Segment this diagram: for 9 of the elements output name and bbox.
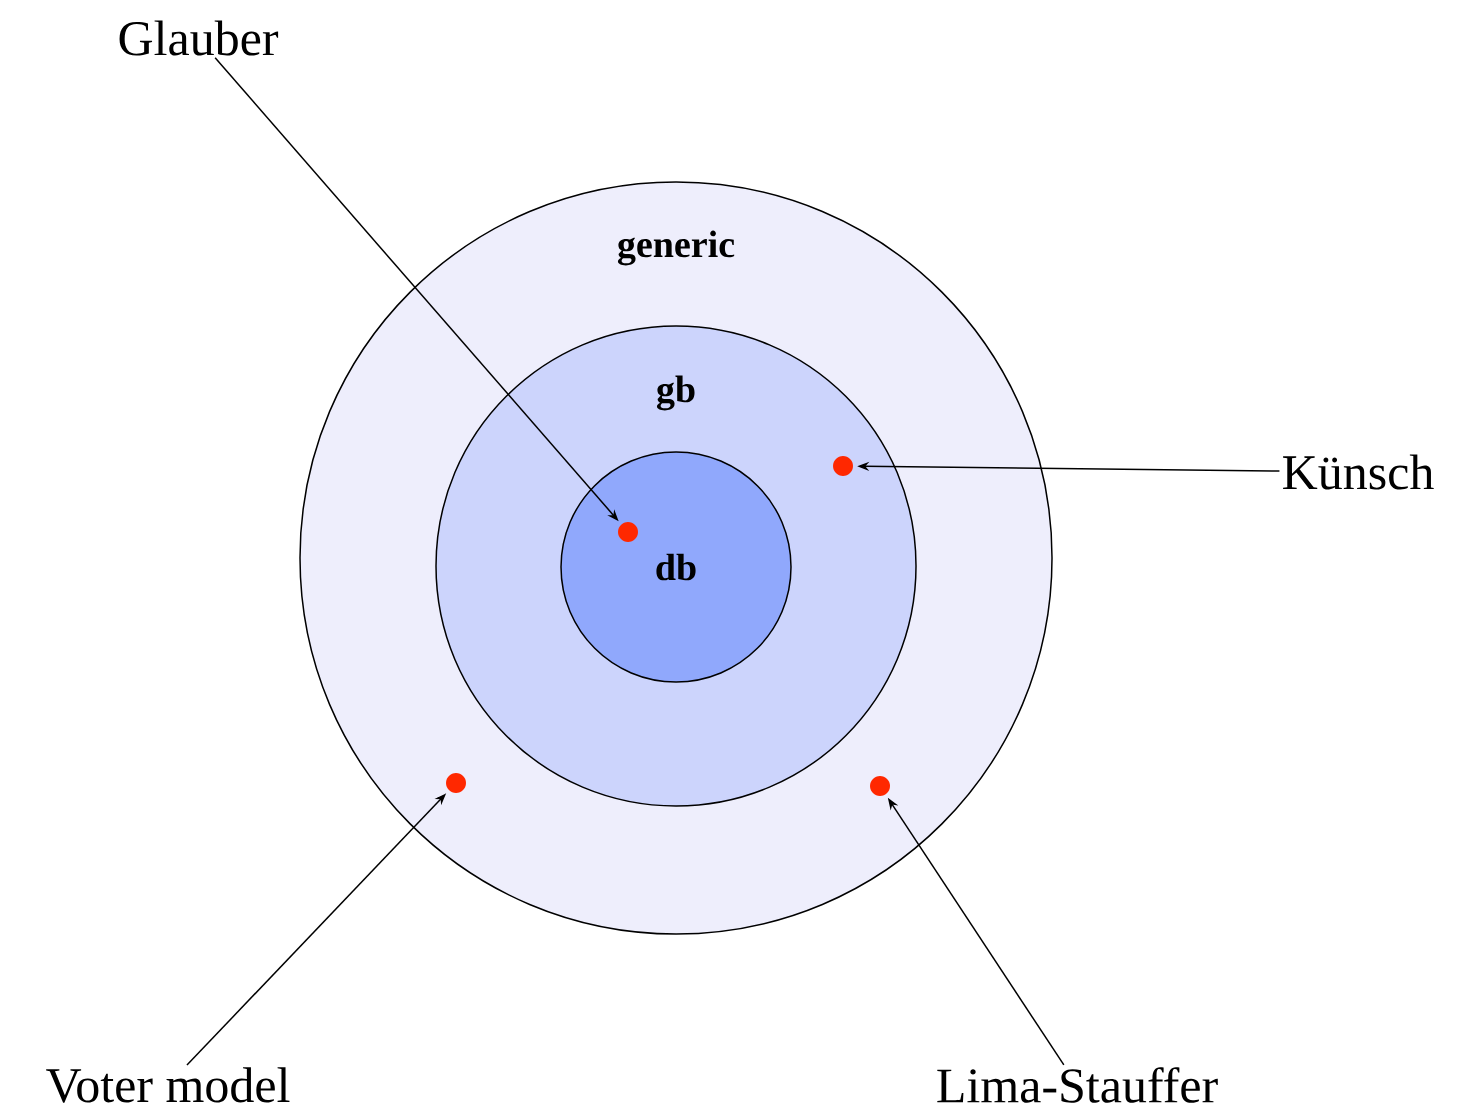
model-label: Künsch [1283, 454, 1434, 490]
dot [870, 776, 890, 796]
dot [446, 773, 466, 793]
model-label: Voter model [46, 1067, 290, 1103]
dot [618, 522, 638, 542]
model-label: Glauber [119, 20, 279, 56]
ring: db [560, 451, 792, 683]
model-label: Lima-Stauffer [937, 1067, 1218, 1103]
dot [833, 456, 853, 476]
